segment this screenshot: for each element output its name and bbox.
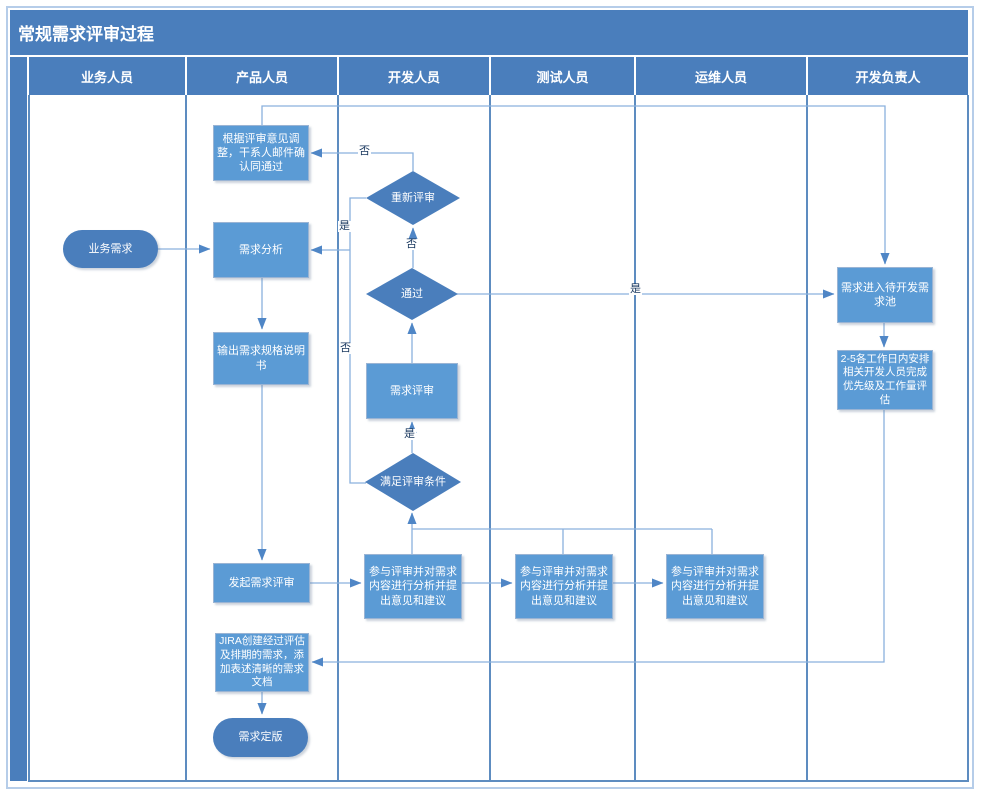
node-jira-create: JIRA创建经过评估及排期的需求，添加表述清晰的需求文档: [215, 633, 309, 692]
edge-label-cond-yes: 是: [403, 428, 416, 440]
node-business-requirement: 业务需求: [63, 230, 158, 268]
node-schedule-evaluation: 2-5各工作日内安排相关开发人员完成优先级及工作量评估: [837, 350, 933, 410]
lane-border: [806, 95, 808, 781]
node-requirement-finalized: 需求定版: [213, 718, 308, 757]
lane-border: [967, 95, 969, 781]
lane-border: [489, 95, 491, 781]
lane-header-product: 产品人员: [187, 57, 337, 95]
node-adjust-per-review: 根据评审意见调整，干系人邮件确认同通过: [213, 125, 309, 181]
lane-header-dev-lead: 开发负责人: [808, 57, 968, 95]
lane-border: [28, 95, 30, 781]
edge-label-pass-yes: 是: [629, 283, 642, 295]
node-output-spec: 输出需求规格说明书: [213, 332, 309, 385]
lane-header-ops: 运维人员: [636, 57, 806, 95]
node-requirement-analysis: 需求分析: [213, 222, 309, 278]
lane-border: [634, 95, 636, 781]
diagram-frame: [6, 6, 974, 789]
node-participate-review-test: 参与评审并对需求内容进行分析并提出意见和建议: [515, 554, 613, 619]
node-initiate-review: 发起需求评审: [213, 563, 310, 603]
node-enter-dev-pool: 需求进入待开发需求池: [837, 267, 933, 323]
edge-label-cond-no: 否: [339, 342, 352, 354]
lane-border: [337, 95, 339, 781]
lane-header-tester: 测试人员: [491, 57, 634, 95]
lane-header-business: 业务人员: [29, 57, 185, 95]
edge-label-pass-no: 否: [405, 238, 418, 250]
node-participate-review-ops: 参与评审并对需求内容进行分析并提出意见和建议: [666, 554, 764, 619]
node-requirement-review: 需求评审: [366, 363, 458, 419]
page-title: 常规需求评审过程: [10, 10, 968, 55]
lane-header-developer: 开发人员: [339, 57, 489, 95]
swimlane-left-strip: [10, 57, 27, 781]
node-participate-review-dev: 参与评审并对需求内容进行分析并提出意见和建议: [364, 554, 462, 619]
edge-label-rereview-no: 否: [358, 145, 371, 157]
lane-border: [185, 95, 187, 781]
edge-label-rereview-yes: 是: [338, 220, 351, 232]
lane-bottom-border: [28, 780, 969, 782]
